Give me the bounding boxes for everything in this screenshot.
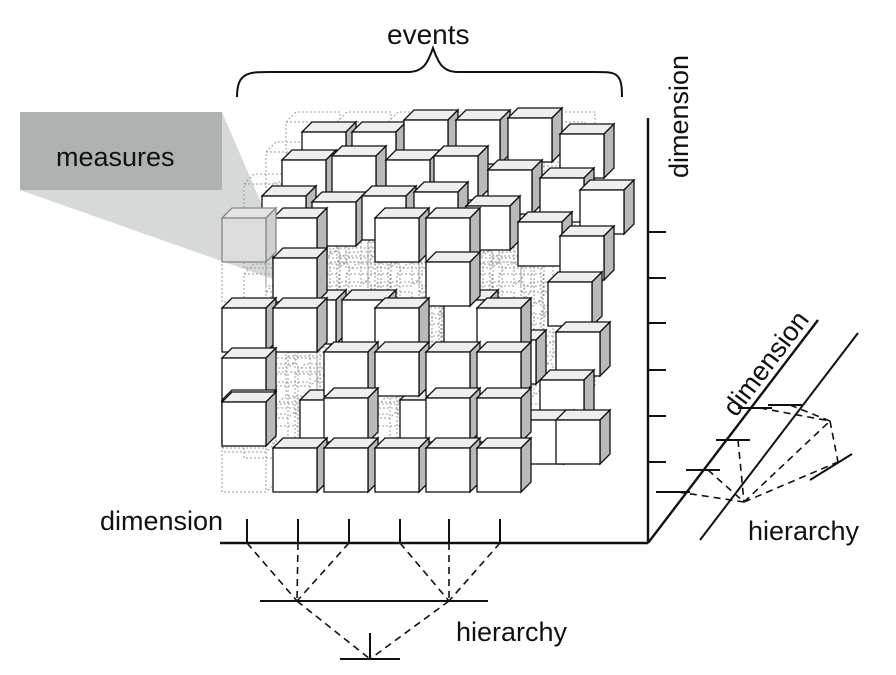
- measure-cell: [373, 206, 431, 264]
- empty-cell: [243, 173, 299, 229]
- empty-cell: [323, 247, 379, 303]
- measure-cell: [220, 390, 278, 448]
- measures-label: measures: [56, 142, 175, 172]
- bottom-hierarchy: [260, 600, 488, 660]
- right-hierarchy-links: [677, 404, 839, 503]
- empty-cell: [345, 263, 401, 319]
- empty-cell: [387, 111, 443, 167]
- highlighted-measure-cell: [220, 206, 278, 264]
- empty-cell: [243, 263, 299, 319]
- empty-cell: [540, 341, 596, 397]
- events-label: events: [387, 19, 470, 50]
- right-hierarchy-level-1: [699, 332, 859, 541]
- empty-cell: [336, 111, 392, 167]
- measure-cell: [546, 270, 604, 328]
- measure-cell: [220, 296, 278, 354]
- empty-cell: [285, 111, 341, 167]
- right-hierarchy: [699, 332, 859, 541]
- measure-cell: [322, 386, 380, 444]
- right-hierarchy-level-2: [809, 453, 853, 481]
- diagonal-axis-ticks: [656, 404, 802, 493]
- measures-box: [20, 112, 222, 190]
- measure-cell: [424, 250, 482, 308]
- measure-cell: [554, 408, 612, 466]
- diagonal-axis: [647, 319, 819, 544]
- empty-cell: [294, 363, 350, 419]
- measure-cell: [475, 436, 533, 494]
- measure-cell: [424, 436, 482, 494]
- measure-cell: [424, 386, 482, 444]
- measure-cell: [271, 436, 329, 494]
- empty-cell: [498, 263, 554, 319]
- empty-cell: [396, 263, 452, 319]
- empty-cell: [221, 447, 267, 493]
- empty-cell: [489, 251, 545, 307]
- measure-cell: [554, 320, 612, 378]
- dimension-label-horizontal: dimension: [100, 506, 223, 536]
- measure-cell: [322, 436, 380, 494]
- measure-cell: [506, 106, 564, 164]
- empty-cell: [336, 251, 392, 307]
- dimension-label-vertical: dimension: [664, 55, 694, 178]
- measure-cell: [475, 386, 533, 444]
- axes: [220, 118, 819, 545]
- measure-cell: [373, 436, 431, 494]
- empty-cell: [272, 397, 328, 453]
- empty-cell: [265, 181, 321, 237]
- empty-cell: [520, 281, 576, 337]
- empty-cell: [374, 397, 430, 453]
- measure-cell: [271, 246, 329, 304]
- measure-cell: [578, 178, 636, 236]
- measure-cell: [373, 340, 431, 398]
- horizontal-axis-ticks: [246, 519, 501, 543]
- empty-cell: [265, 141, 321, 197]
- measure-cell: [271, 296, 329, 354]
- vertical-axis-ticks: [648, 231, 666, 463]
- events-brace: [236, 45, 623, 98]
- bottom-hierarchy-links: [246, 542, 501, 660]
- measure-cube-cells: [220, 106, 636, 494]
- empty-cell: [476, 247, 532, 303]
- hierarchy-label-bottom: hierarchy: [456, 617, 568, 647]
- hierarchy-label-right: hierarchy: [748, 516, 860, 546]
